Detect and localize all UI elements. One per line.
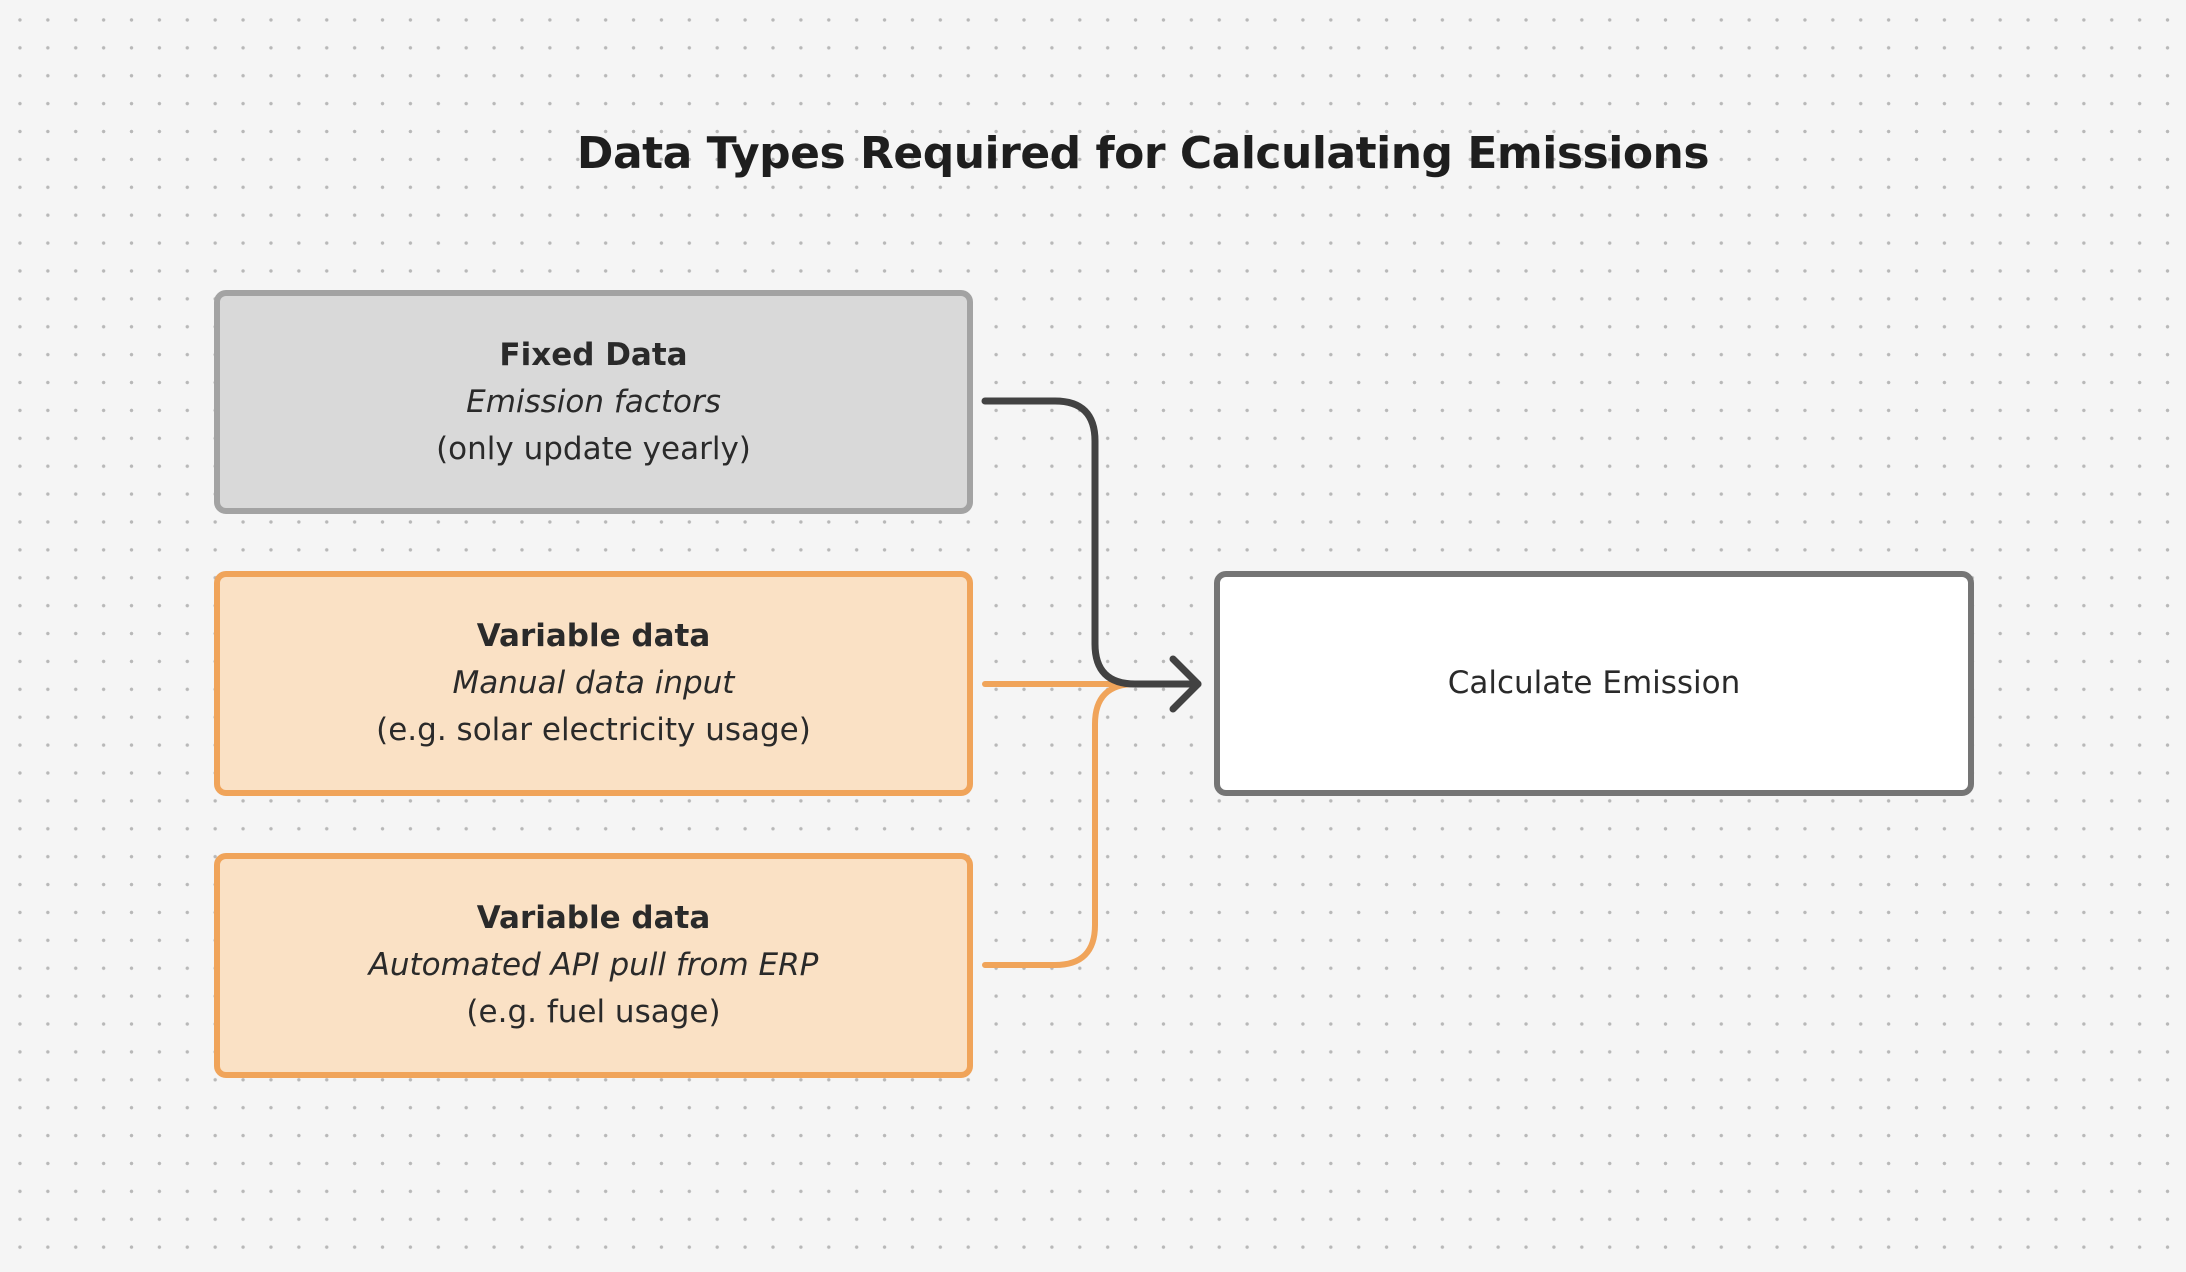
connector-fixed xyxy=(981,397,1202,688)
box-label: Calculate Emission xyxy=(1447,665,1741,701)
box-heading: Fixed Data xyxy=(499,336,688,373)
variable-api-box: Variable data Automated API pull from ER… xyxy=(214,853,973,1078)
box-subtitle: Manual data input xyxy=(452,665,735,701)
arrowhead-icon xyxy=(1169,655,1202,713)
diagram-title: Data Types Required for Calculating Emis… xyxy=(576,128,1710,179)
connector-variable-api xyxy=(982,681,1193,968)
box-note: (e.g. fuel usage) xyxy=(466,994,721,1030)
box-heading: Variable data xyxy=(476,900,711,936)
fixed-data-box: Fixed Data Emission factors (only update… xyxy=(214,290,973,514)
box-note: (e.g. solar electricity usage) xyxy=(376,712,811,748)
calculate-emission-box: Calculate Emission xyxy=(1214,571,1974,796)
box-subtitle: Automated API pull from ERP xyxy=(368,947,819,983)
box-note: (only update yearly) xyxy=(436,430,751,467)
box-subtitle: Emission factors xyxy=(466,383,721,420)
box-heading: Variable data xyxy=(476,618,711,654)
variable-manual-box: Variable data Manual data input (e.g. so… xyxy=(214,571,973,796)
